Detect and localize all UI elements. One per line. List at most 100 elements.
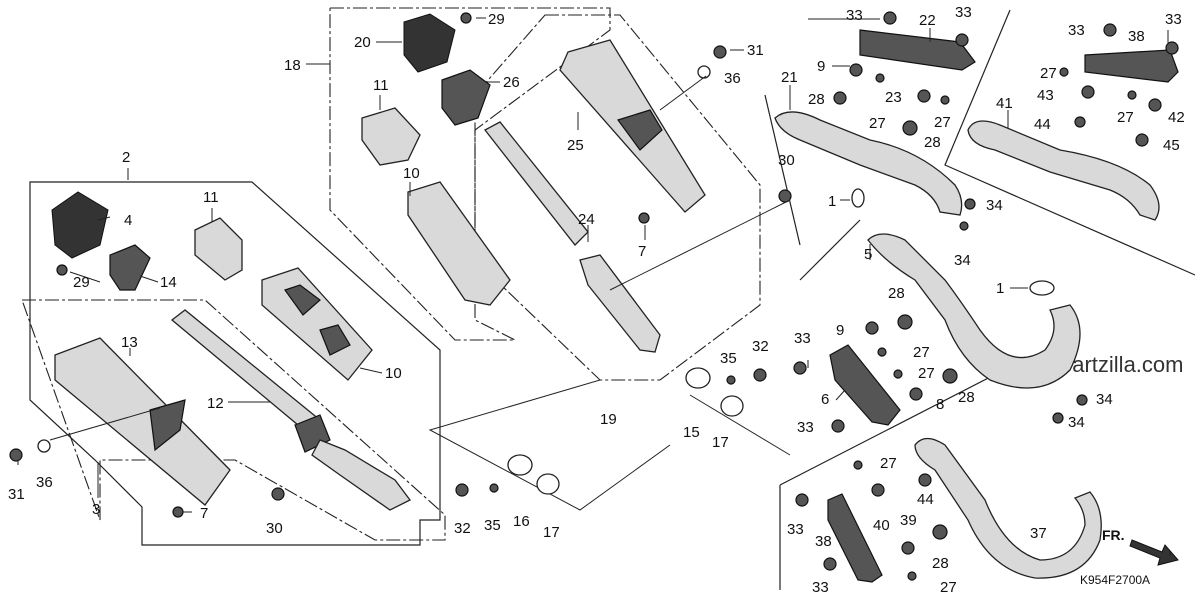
callout-33: 33	[1068, 22, 1085, 39]
callout-33: 33	[797, 419, 814, 436]
group-outlines	[21, 7, 1196, 590]
callout-13: 13	[121, 334, 138, 351]
packing-10a-stripes	[284, 284, 351, 356]
clamp-44b	[918, 473, 932, 487]
front-direction-indicator: FR.	[1102, 527, 1179, 566]
clip-9b	[865, 321, 879, 335]
callout-41: 41	[996, 95, 1013, 112]
end-cap-11a	[194, 217, 243, 281]
callout-26: 26	[503, 74, 520, 91]
callout-30: 30	[778, 152, 795, 169]
nut-35a	[726, 375, 736, 385]
clamp-44a	[1074, 116, 1086, 128]
callout-1: 1	[828, 193, 836, 210]
callout-36: 36	[724, 70, 741, 87]
callout-31: 31	[8, 486, 25, 503]
callout-23: 23	[885, 89, 902, 106]
callout-22: 22	[919, 12, 936, 29]
callout-15: 15	[683, 424, 700, 441]
callout-28: 28	[888, 285, 905, 302]
bolt-29a	[56, 264, 68, 276]
callout-1: 1	[996, 280, 1004, 297]
callout-38: 38	[1128, 28, 1145, 45]
group-box-2	[29, 181, 441, 546]
nut-34b	[959, 221, 969, 231]
leader-line	[49, 407, 161, 441]
callout-18: 18	[284, 57, 301, 74]
bolt-32a	[753, 368, 767, 382]
leader-line	[97, 216, 111, 221]
end-cap-11b	[361, 107, 421, 166]
gasket-1a	[851, 188, 865, 208]
callout-27: 27	[934, 114, 951, 131]
leader-lines	[17, 17, 1171, 556]
silencer-band-13	[149, 399, 186, 452]
bolt-33h	[823, 557, 837, 571]
leader-line	[659, 75, 707, 111]
callout-17: 17	[712, 434, 729, 451]
callout-33: 33	[794, 330, 811, 347]
clip-27g	[853, 460, 863, 470]
callout-28: 28	[924, 134, 941, 151]
silencer-body-13	[54, 337, 231, 506]
leader-line	[69, 271, 101, 283]
callout-37: 37	[1030, 525, 1047, 542]
callout-33: 33	[812, 579, 829, 596]
clip-27c	[1059, 67, 1069, 77]
group-box-37	[779, 371, 1001, 590]
callout-29: 29	[73, 274, 90, 291]
callout-20: 20	[354, 34, 371, 51]
callout-17: 17	[543, 524, 560, 541]
clamp-23	[917, 89, 931, 103]
exhaust-pipe-37	[914, 437, 1102, 579]
callout-32: 32	[454, 520, 471, 537]
clip-27f	[893, 369, 903, 379]
band-15	[685, 367, 711, 389]
callout-12: 12	[207, 395, 224, 412]
callout-9: 9	[836, 322, 844, 339]
callout-29: 29	[488, 11, 505, 28]
washer-36a	[37, 439, 51, 453]
callout-7: 7	[638, 243, 646, 260]
leader-19	[428, 379, 671, 511]
callout-16: 16	[513, 513, 530, 530]
callout-9: 9	[817, 58, 825, 75]
callout-33: 33	[787, 521, 804, 538]
callout-33: 33	[846, 7, 863, 24]
callout-44: 44	[1034, 116, 1051, 133]
bolt-33e	[793, 361, 807, 375]
callout-27: 27	[880, 455, 897, 472]
protector-38b	[827, 493, 883, 583]
callout-30: 30	[266, 520, 283, 537]
bolt-33b	[955, 33, 969, 47]
leader-line	[359, 367, 383, 374]
group-box-5	[799, 219, 861, 281]
callout-39: 39	[900, 512, 917, 529]
protector-6	[829, 344, 901, 426]
callout-11: 11	[203, 189, 219, 206]
callout-7: 7	[200, 505, 208, 522]
callout-27: 27	[918, 365, 935, 382]
callout-27: 27	[940, 579, 957, 596]
protector-38	[1084, 49, 1179, 83]
callout-28: 28	[958, 389, 975, 406]
end-cap-20	[403, 13, 456, 73]
callout-27: 27	[1040, 65, 1057, 82]
clamp-28c	[897, 314, 913, 330]
exhaust-pipe-41	[967, 120, 1160, 221]
exhaust-pipe-lower-right	[795, 437, 1102, 583]
callout-14: 14	[160, 274, 177, 291]
callout-33: 33	[1165, 11, 1182, 28]
clip-27d	[1127, 90, 1137, 100]
callout-4: 4	[124, 212, 132, 229]
callout-45: 45	[1163, 137, 1180, 154]
clamp-42	[1148, 98, 1162, 112]
exhaust-pipe-5	[867, 233, 1081, 389]
connector-pipe-12	[311, 439, 411, 511]
callout-5: 5	[864, 246, 872, 263]
callout-34: 34	[1096, 391, 1113, 408]
callout-31: 31	[747, 42, 764, 59]
nut-35b	[489, 483, 499, 493]
callout-10: 10	[403, 165, 420, 182]
clamp-39	[901, 541, 915, 555]
